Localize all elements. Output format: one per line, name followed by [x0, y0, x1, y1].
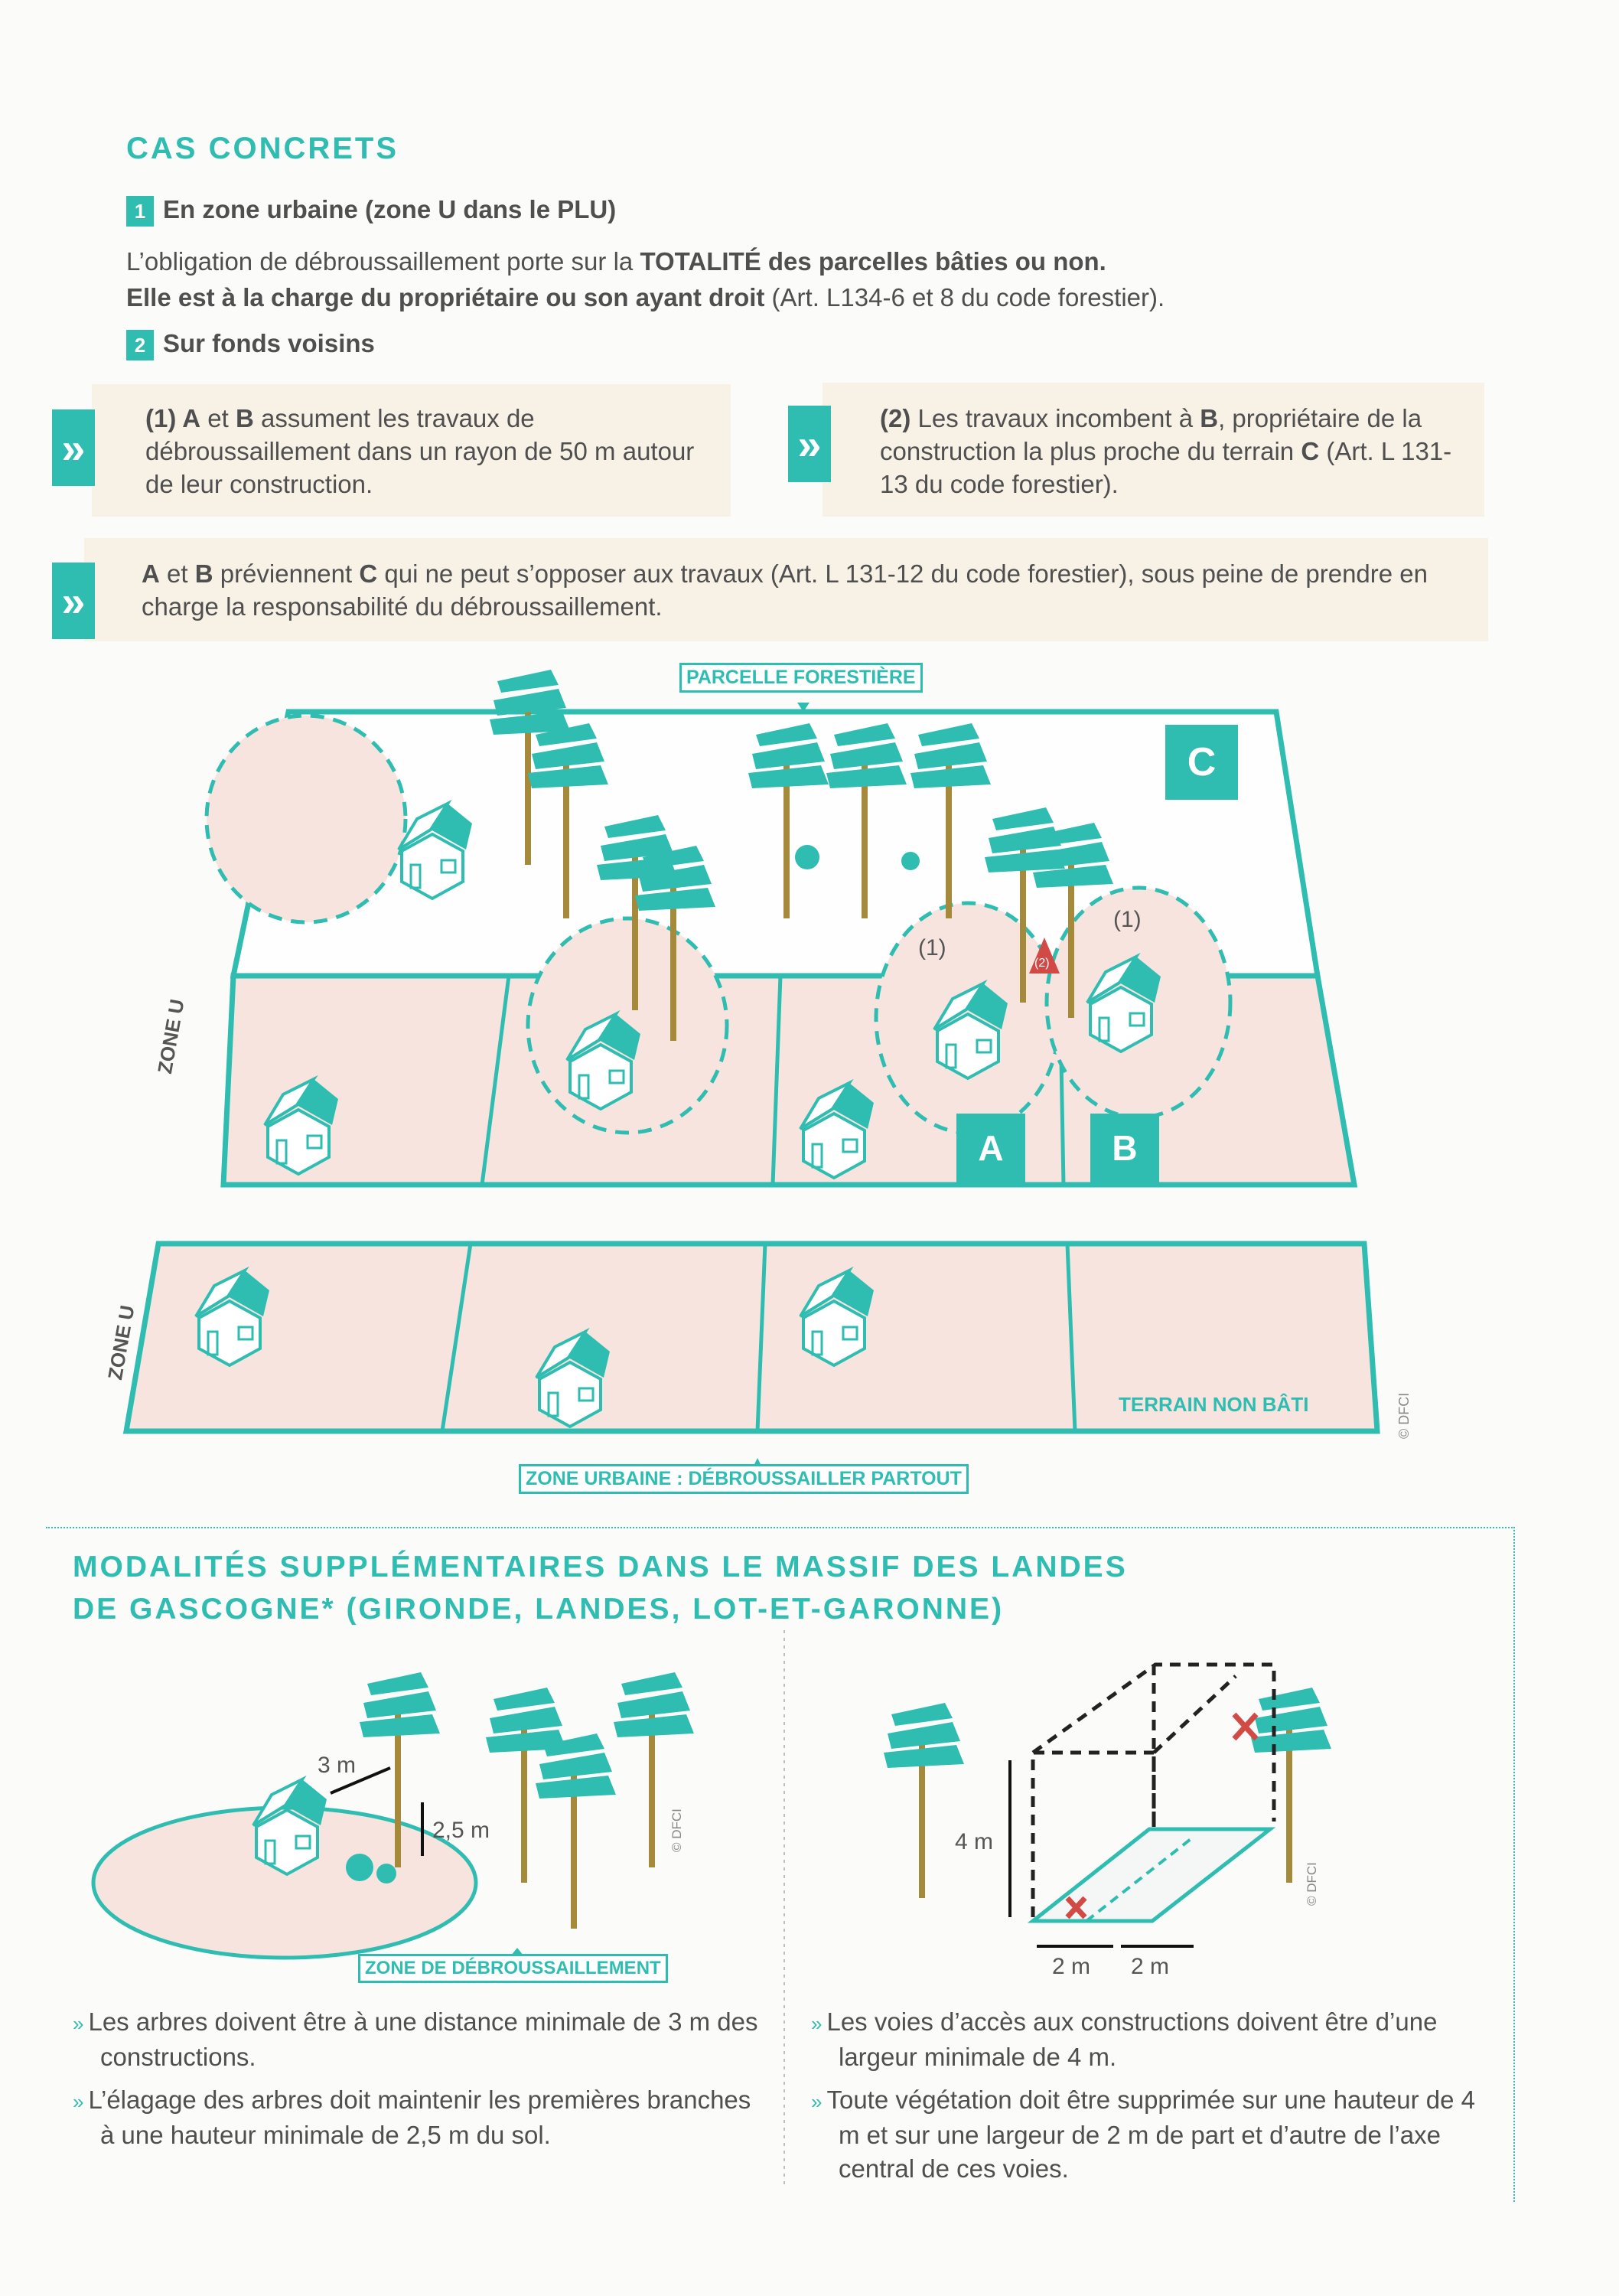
- callout-text-3: A et B préviennent C qui ne peut s’oppos…: [142, 557, 1473, 623]
- bullet-text: L’élagage des arbres doit maintenir les …: [88, 2086, 751, 2149]
- callout-bold-run: (1) A: [145, 404, 201, 432]
- callout-text-run: et: [159, 559, 195, 588]
- road-width-label-1: 2 m: [1052, 1954, 1091, 1979]
- left-bullets: »Les arbres doivent être à une distance …: [73, 2005, 761, 2152]
- label-c-box: [1165, 725, 1238, 800]
- section-heading-2: 2 Sur fonds voisins: [126, 329, 375, 361]
- intro-bold-2: Elle est à la charge du propriétaire ou …: [126, 283, 765, 311]
- section-heading-1-label: En zone urbaine (zone U dans le PLU): [163, 195, 617, 223]
- distance-arrow-3m: [330, 1766, 391, 1795]
- section-number-1: 1: [126, 196, 154, 227]
- bullet-text: Les voies d’accès aux constructions doiv…: [826, 2007, 1438, 2071]
- callout-box-1: [92, 384, 731, 517]
- callout-text-run: (Art. L 131-13 du code forestier).: [880, 437, 1452, 498]
- road-width-label-2: 2 m: [1131, 1954, 1170, 1979]
- label-c: C: [1187, 740, 1217, 784]
- double-chevron-icon: »: [788, 406, 831, 482]
- intro-text-2: (Art. L134-6 et 8 du code forestier).: [764, 283, 1165, 311]
- section-heading-2-label: Sur fonds voisins: [163, 329, 375, 357]
- marker-1-b: (1): [1113, 907, 1142, 932]
- section-number-2: 2: [126, 330, 154, 361]
- cross-icon: [1232, 1712, 1259, 1741]
- label-b: B: [1112, 1128, 1138, 1168]
- section-heading-1: 1 En zone urbaine (zone U dans le PLU): [126, 195, 616, 227]
- zone-debroussaillement-tag: ZONE DE DÉBROUSSAILLEMENT: [358, 1954, 668, 1983]
- callout-bold-run: C: [359, 559, 378, 588]
- terrain-non-bati-label: TERRAIN NON BÂTI: [1119, 1393, 1309, 1416]
- credit-dfci-right: © DFCI: [1305, 1862, 1319, 1906]
- forest-parcel-tag: PARCELLE FORESTIÈRE: [679, 663, 923, 693]
- landes-section: [46, 1527, 1515, 2202]
- marker-2: (2): [1034, 957, 1050, 970]
- callout-bold-run: B: [1200, 404, 1219, 432]
- road-height-label: 4 m: [955, 1829, 994, 1854]
- bush-icon: [376, 1864, 396, 1883]
- bush-icon: [346, 1854, 373, 1881]
- bullet-text: Les arbres doivent être à une distance m…: [88, 2007, 758, 2071]
- label-b-box: [1090, 1114, 1159, 1182]
- page-title: CAS CONCRETS: [126, 132, 399, 165]
- right-bullets: »Les voies d’accès aux constructions doi…: [811, 2005, 1484, 2186]
- debroussaillement-zone: [91, 1805, 478, 1960]
- landes-title: MODALITÉS SUPPLÉMENTAIRES DANS LE MASSIF…: [73, 1546, 1128, 1630]
- callout-text-run: , propriétaire de la construction la plu…: [880, 404, 1422, 465]
- intro-paragraph: L’obligation de débroussaillement porte …: [126, 243, 1503, 315]
- intro-text-1: L’obligation de débroussaillement porte …: [126, 247, 640, 276]
- double-chevron-icon: »: [52, 563, 95, 639]
- bullet-text: Toute végétation doit être supprimée sur…: [826, 2086, 1476, 2183]
- callout-bold-run: A: [142, 559, 160, 588]
- label-a-box: [956, 1114, 1025, 1182]
- label-a: A: [978, 1128, 1004, 1168]
- bush-icon: [901, 852, 920, 870]
- marker-1-a: (1): [918, 935, 946, 960]
- height-label: 2,5 m: [432, 1818, 490, 1843]
- landes-title-line-2: DE GASCOGNE* (GIRONDE, LANDES, LOT-ET-GA…: [73, 1593, 1005, 1626]
- red-marker-icon: [1029, 938, 1060, 974]
- callout-text-run: qui ne peut s’opposer aux travaux (Art. …: [142, 559, 1428, 621]
- intro-bold-1: TOTALITÉ des parcelles bâties ou non.: [640, 247, 1106, 276]
- cross-icon: [1065, 1896, 1087, 1919]
- callout-text-run: assument les travaux de débroussaillemen…: [145, 404, 695, 498]
- callout-text-run: Les travaux incombent à: [910, 404, 1200, 432]
- callout-text-run: préviennent: [213, 559, 360, 588]
- zone-u-row-2: [122, 1241, 1380, 1434]
- road-surface: [1027, 1827, 1276, 1923]
- bullet-chevron-icon: »: [73, 2090, 84, 2113]
- callout-text-run: et: [200, 404, 236, 432]
- urban-zone-tag: ZONE URBAINE : DÉBROUSSAILLER PARTOUT: [519, 1464, 969, 1494]
- callout-bold-run: B: [194, 559, 213, 588]
- bullet-item: »Toute végétation doit être supprimée su…: [811, 2083, 1484, 2186]
- bullet-chevron-icon: »: [73, 2012, 84, 2035]
- callout-text-1: (1) A et B assument les travaux de débro…: [145, 402, 712, 501]
- callout-bold-run: C: [1301, 437, 1320, 465]
- callout-box-2: [823, 383, 1484, 517]
- bullet-item: »L’élagage des arbres doit maintenir les…: [73, 2083, 761, 2152]
- callout-text-2: (2) Les travaux incombent à B, propriéta…: [880, 402, 1477, 501]
- landes-title-line-1: MODALITÉS SUPPLÉMENTAIRES DANS LE MASSIF…: [73, 1551, 1128, 1583]
- callout-bold-run: B: [235, 404, 254, 432]
- bullet-chevron-icon: »: [811, 2012, 823, 2035]
- distance-label: 3 m: [318, 1753, 357, 1778]
- callout-bold-run: (2): [880, 404, 911, 432]
- bullet-item: »Les voies d’accès aux constructions doi…: [811, 2005, 1484, 2074]
- credit-dfci-left: © DFCI: [669, 1808, 684, 1852]
- double-chevron-icon: »: [52, 409, 95, 486]
- bullet-chevron-icon: »: [811, 2090, 823, 2113]
- callout-box-3: [84, 538, 1488, 641]
- bush-icon: [795, 845, 819, 869]
- credit-dfci: © DFCI: [1396, 1392, 1412, 1439]
- bullet-item: »Les arbres doivent être à une distance …: [73, 2005, 761, 2074]
